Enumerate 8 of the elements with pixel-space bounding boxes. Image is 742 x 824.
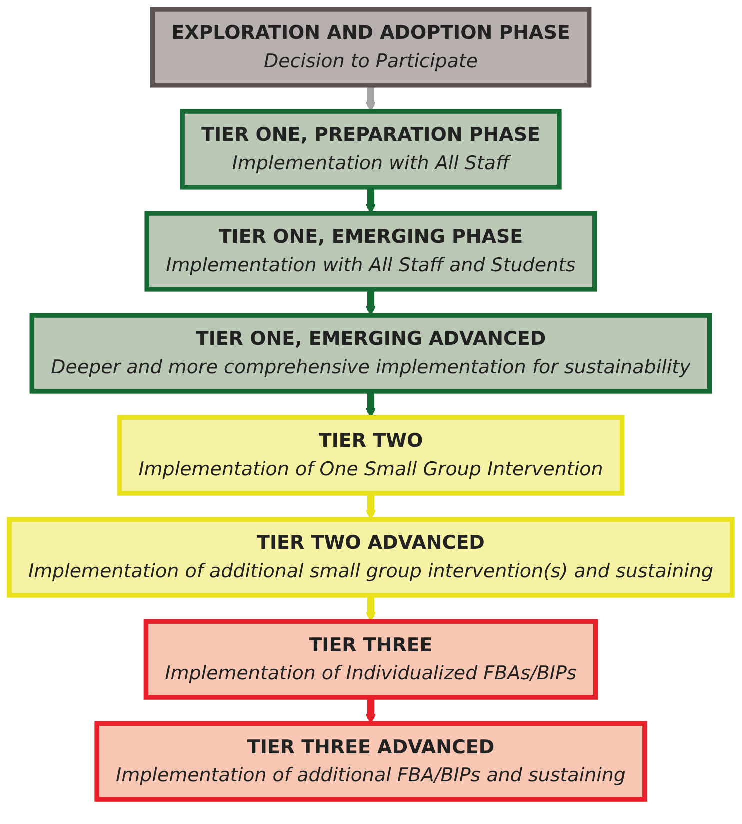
node-box: TIER ONE, EMERGING PHASE Implementation with All Staff and Students (144, 211, 598, 292)
node-box: EXPLORATION AND ADOPTION PHASE Decision to Participate (150, 7, 592, 88)
node-box: TIER THREE ADVANCED Implementation of additional FBA/BIPs and sustaining (94, 721, 648, 802)
node-box: TIER ONE, PREPARATION PHASE Implementation with All Staff (180, 109, 562, 190)
node-box: TIER TWO Implementation of One Small Group Intervention (117, 415, 625, 496)
node-box: TIER THREE Implementation of Individualized FBAs/BIPs (144, 619, 598, 700)
node-box: TIER ONE, EMERGING ADVANCED Deeper and more comprehensive implementation for sustainability (30, 313, 712, 394)
node-box: TIER TWO ADVANCED Implementation of additional small group intervention(s) and sustaining (7, 517, 735, 598)
